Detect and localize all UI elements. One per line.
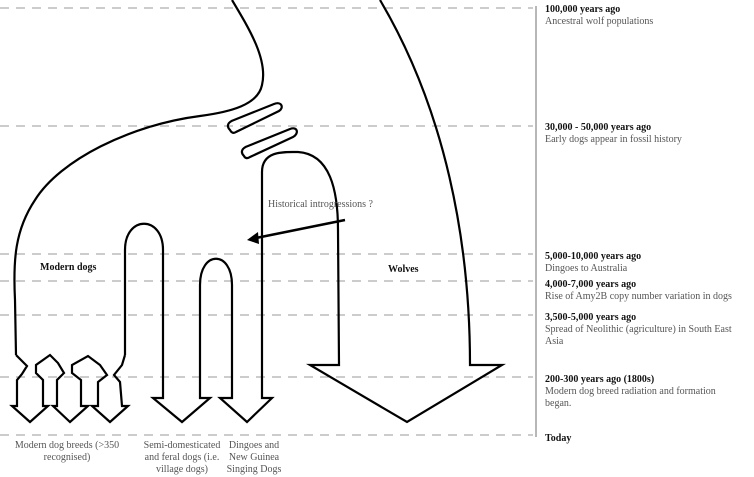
timeline-event: Rise of Amy2B copy number variation in d… [545, 291, 732, 302]
timeline-period: 4,000-7,000 years ago [545, 279, 637, 290]
timeline-event: Modern dog breed radiation and formation… [545, 386, 716, 409]
wolves-label: Wolves [388, 264, 419, 275]
timeline-period: 30,000 - 50,000 years ago [545, 122, 652, 133]
gene-flow-bar-1 [226, 102, 283, 134]
modern-breeds-arrows [9, 353, 131, 424]
timeline-period: 100,000 years ago [545, 4, 621, 15]
timeline-event: Spread of Neolithic (agriculture) in Sou… [545, 324, 732, 347]
gene-flow-bar-2 [240, 127, 298, 160]
timeline-event: Ancestral wolf populations [545, 16, 654, 27]
introgression-label: Historical introgressions ? [268, 199, 373, 210]
timeline-period: 5,000-10,000 years ago [545, 251, 642, 262]
dog-lineage-outline [13, 0, 265, 356]
introgression-arrow [255, 218, 346, 240]
introgression-arrowhead-icon [247, 232, 259, 244]
timeline-event: Dingoes to Australia [545, 263, 628, 274]
outcome-village-dogs: Semi-domesticated and feral dogs (i.e. v… [143, 440, 221, 475]
timeline-event: Early dogs appear in fossil history [545, 134, 682, 145]
timeline-gridlines [0, 7, 533, 436]
timeline-period: 3,500-5,000 years ago [545, 312, 637, 323]
timeline-period: 200-300 years ago (1800s) [545, 374, 655, 385]
village-dingo-wolf-outline [123, 0, 506, 424]
timeline-period-today: Today [545, 433, 572, 444]
modern-dogs-label: Modern dogs [40, 262, 97, 273]
outcome-dingoes: Dingoes and New Guinea Singing Dogs [226, 440, 282, 475]
outcome-breeds: Modern dog breeds (>350 recognised) [14, 440, 120, 463]
